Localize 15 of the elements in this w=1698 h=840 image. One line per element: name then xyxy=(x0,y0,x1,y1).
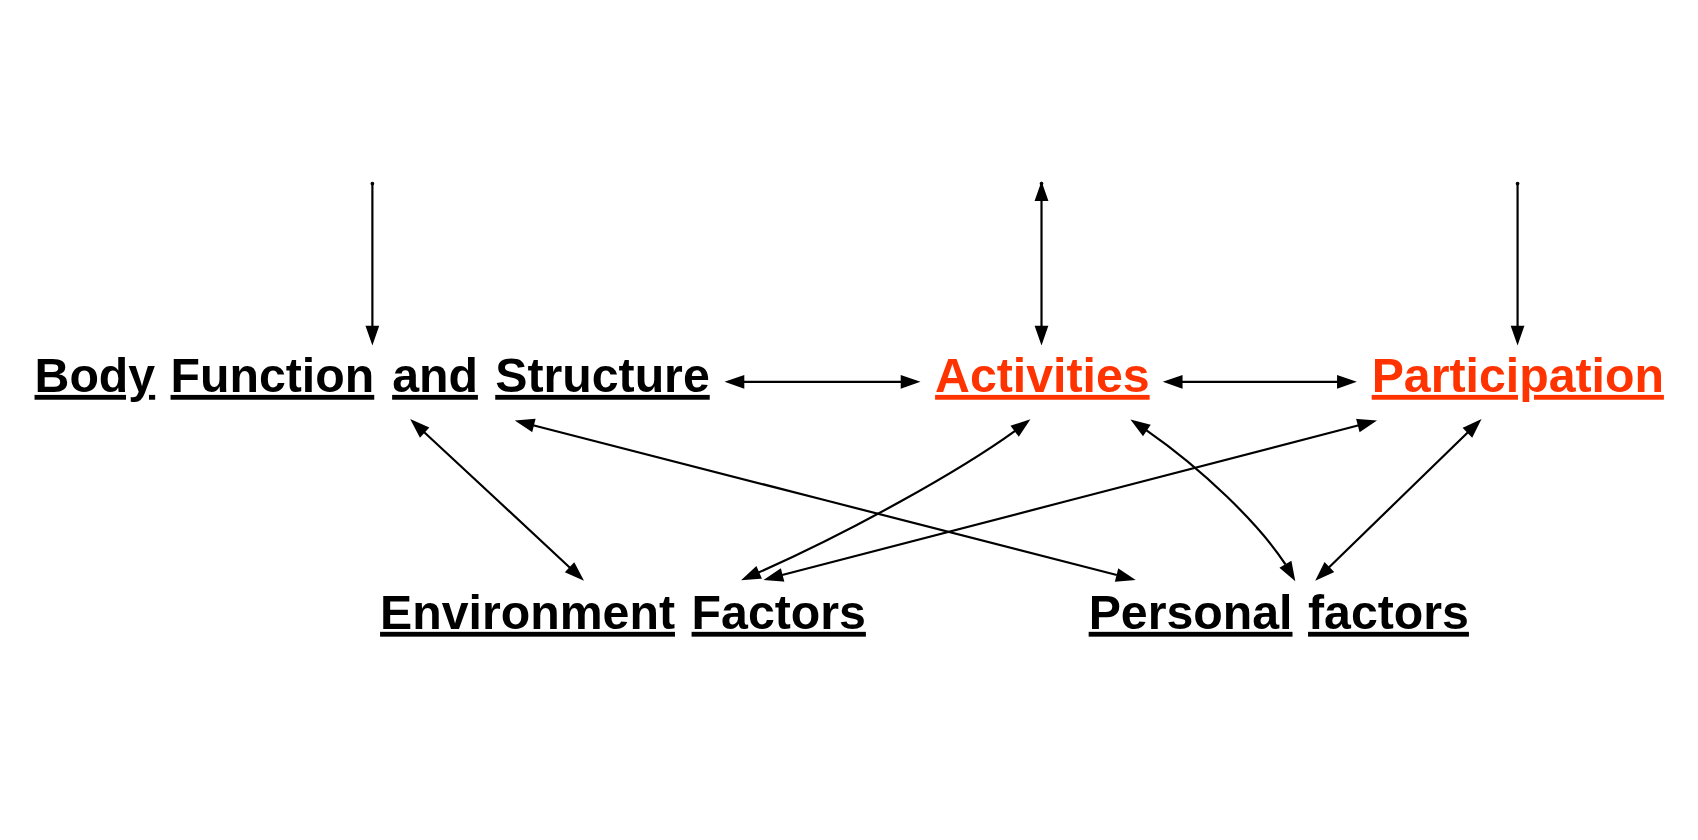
arrow xyxy=(514,418,1136,582)
node-text: Participation xyxy=(1371,347,1664,402)
arrow xyxy=(1130,419,1296,581)
arrow xyxy=(741,418,1031,580)
node-text: Body Function and Structure xyxy=(34,347,710,402)
arrow xyxy=(410,418,584,581)
arrow xyxy=(1510,184,1525,345)
node-text: Personal factors xyxy=(1088,584,1469,639)
arrow xyxy=(365,184,380,345)
arrow xyxy=(763,418,1377,582)
arrow xyxy=(1162,374,1357,389)
arrow xyxy=(724,374,921,389)
arrow xyxy=(1315,418,1482,581)
node-text: Activities xyxy=(935,347,1150,402)
node-text: Environment Factors xyxy=(380,584,866,639)
